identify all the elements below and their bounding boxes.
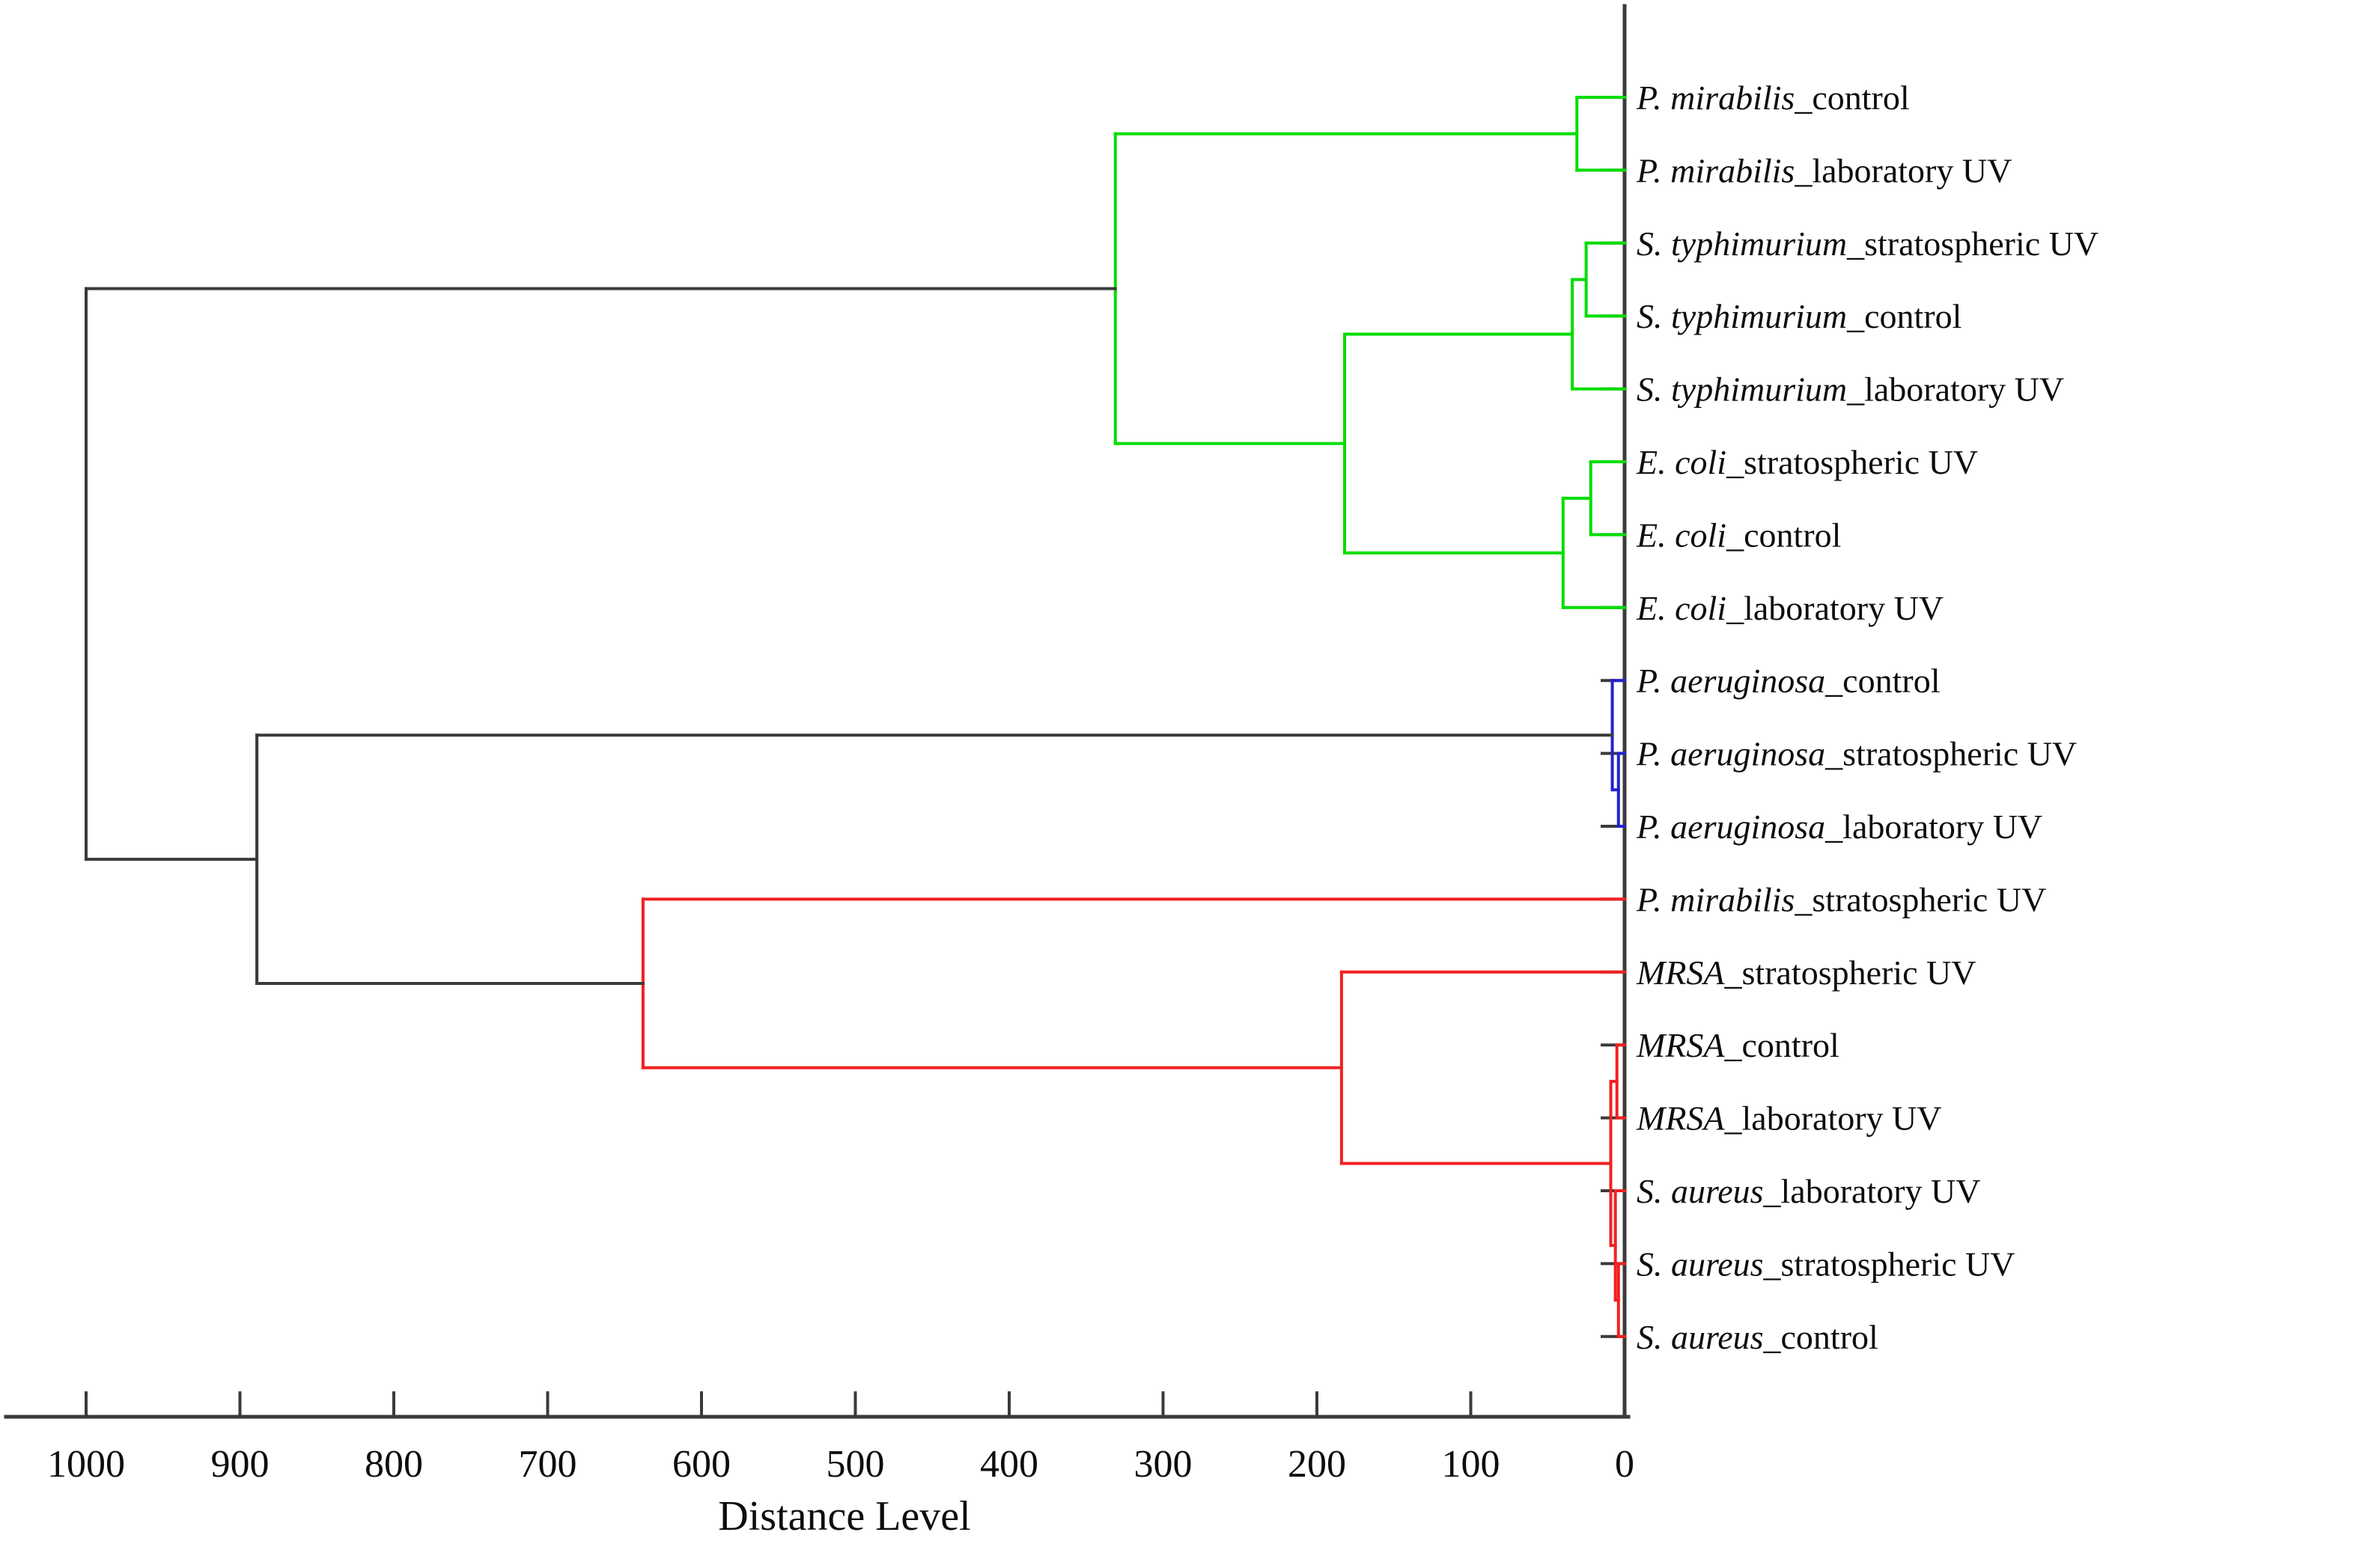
leaf-label: S. aureus_control [1637,1318,1878,1356]
axis-tick-label: 600 [672,1443,731,1486]
leaf-label: S. typhimurium_control [1637,297,1961,335]
axis-tick-label: 0 [1615,1443,1634,1486]
leaf-label: P. mirabilis_laboratory UV [1636,151,2012,189]
leaf-label: E. coli_control [1636,516,1841,554]
leaf-label: MRSA_stratospheric UV [1636,954,1976,992]
leaf-label: P. aeruginosa_control [1636,662,1940,700]
x-axis-title: Distance Level [718,1493,970,1540]
leaf-label: P. mirabilis_control [1636,79,1910,117]
leaf-label: E. coli_laboratory UV [1636,589,1944,627]
leaf-label: MRSA_control [1636,1026,1839,1064]
leaf-label: S. typhimurium_laboratory UV [1637,370,2064,409]
leaf-label: S. aureus_stratospheric UV [1637,1245,2015,1283]
leaf-label: S. aureus_laboratory UV [1637,1172,1981,1210]
axis-tick-label: 900 [211,1443,270,1486]
leaf-label: S. typhimurium_stratospheric UV [1637,225,2099,263]
axis-tick-label: 800 [365,1443,423,1486]
leaf-label: E. coli_stratospheric UV [1636,443,1978,481]
axis-tick-label: 700 [519,1443,577,1486]
axis-tick-label: 100 [1442,1443,1500,1486]
leaf-labels: P. mirabilis_control P. mirabilis_laborat… [1636,79,2099,1356]
leaf-label: P. aeruginosa_laboratory UV [1636,808,2042,846]
axis-tick-label: 200 [1288,1443,1346,1486]
axis-tick-label: 500 [827,1443,885,1486]
axis-tick-label: 400 [980,1443,1038,1486]
axis-tick-label: 300 [1134,1443,1193,1486]
leaf-label: P. mirabilis_stratospheric UV [1636,880,2046,918]
leaf-label: MRSA_laboratory UV [1636,1099,1942,1138]
leaf-label: P. aeruginosa_stratospheric UV [1636,735,2077,773]
dendrogram-links [85,96,1626,1338]
axis-tick-label: 1000 [47,1443,125,1486]
